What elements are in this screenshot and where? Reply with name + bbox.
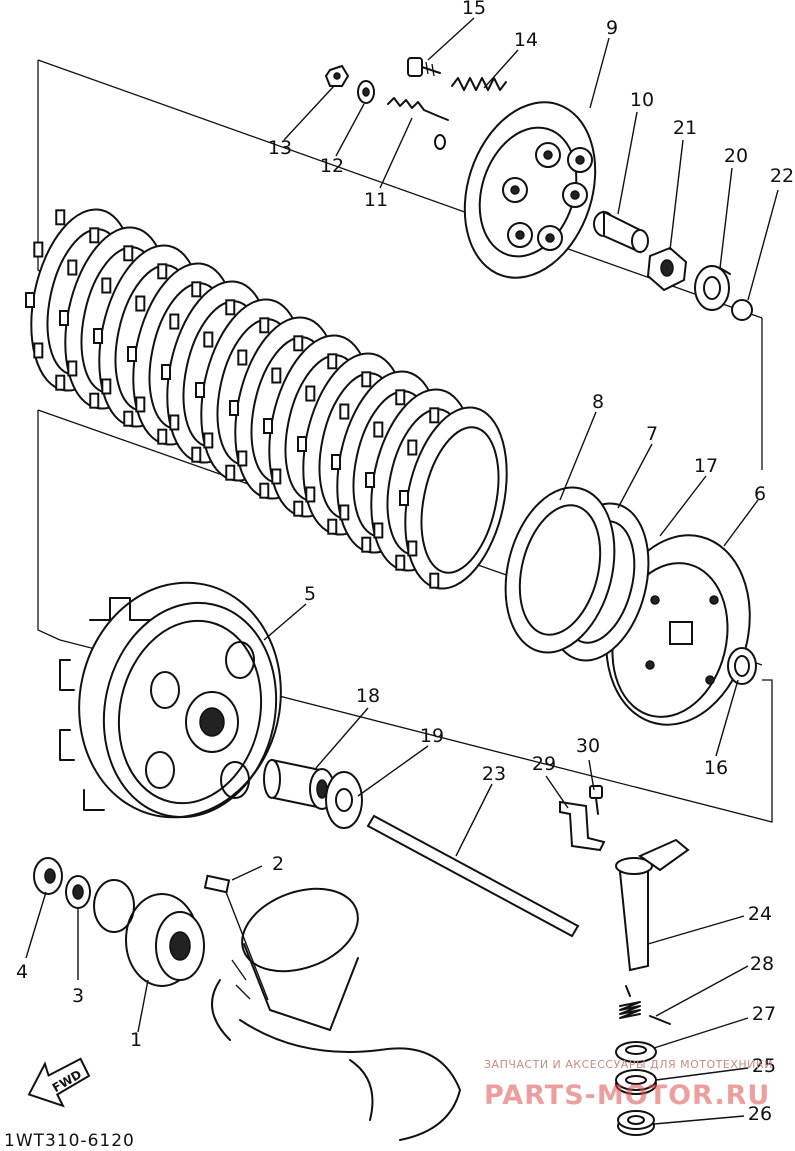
oil-seal-27 <box>615 1041 657 1063</box>
callout-12: 12 <box>320 155 344 177</box>
callout-22: 22 <box>770 165 794 187</box>
return-spring-28 <box>619 985 671 1025</box>
push-rod-10 <box>593 210 649 254</box>
callout-14: 14 <box>514 29 538 51</box>
callout-15: 15 <box>462 0 486 19</box>
bearing-25 <box>615 1069 657 1095</box>
callout-24: 24 <box>748 903 772 925</box>
washer-12 <box>357 80 375 104</box>
callout-30: 30 <box>576 735 600 757</box>
clutch-plate <box>399 406 508 590</box>
primary-drive-gear-1 <box>93 879 205 987</box>
watermark-tagline: ЗАПЧАСТИ И АКСЕССУАРЫ ДЛЯ МОТОТЕХНИКИ <box>484 1058 773 1071</box>
callout-19: 19 <box>420 725 444 747</box>
callout-8: 8 <box>592 391 604 413</box>
ball-22 <box>731 299 753 321</box>
fwd-arrow-icon: FWD <box>27 1057 91 1108</box>
callout-16: 16 <box>704 757 728 779</box>
callout-2: 2 <box>272 853 284 875</box>
bearing-26 <box>617 1110 655 1136</box>
callout-11: 11 <box>364 189 388 211</box>
callout-labels: 15 14 9 10 21 20 22 13 12 11 8 7 17 6 16… <box>16 0 794 1125</box>
spacer-18 <box>263 758 335 810</box>
watermark-brand: PARTS-MOTOR.RU <box>484 1080 770 1111</box>
watermark: ЗАПЧАСТИ И АКСЕССУАРЫ ДЛЯ МОТОТЕХНИКИ PA… <box>484 1058 773 1111</box>
crankshaft-outline <box>211 887 461 1141</box>
push-rod-23 <box>366 814 580 938</box>
pressure-plate <box>463 101 597 279</box>
callout-28: 28 <box>750 953 774 975</box>
callout-4: 4 <box>16 961 28 983</box>
callout-13: 13 <box>268 137 292 159</box>
nut-4 <box>33 857 63 895</box>
callout-25: 25 <box>752 1055 776 1077</box>
callout-27: 27 <box>752 1003 776 1025</box>
push-lever-shaft-24 <box>615 838 690 972</box>
diagram-code: 1WT310-6120 <box>4 1131 135 1151</box>
callout-9: 9 <box>606 17 618 39</box>
washer-3 <box>65 875 91 909</box>
callout-1: 1 <box>130 1029 142 1051</box>
callout-10: 10 <box>630 89 654 111</box>
callout-18: 18 <box>356 685 380 707</box>
callout-6: 6 <box>754 483 766 505</box>
callout-20: 20 <box>724 145 748 167</box>
washer-16 <box>727 647 757 685</box>
push-lever-plate-29 <box>559 800 606 852</box>
clutch-plate-stack <box>25 208 508 590</box>
thrust-washer-19 <box>325 771 363 829</box>
key-2 <box>203 874 231 894</box>
callout-26: 26 <box>748 1103 772 1125</box>
clutch-spring <box>451 77 507 91</box>
push-rod-11 <box>387 97 449 150</box>
callout-29: 29 <box>532 753 556 775</box>
screw-30 <box>589 785 603 815</box>
lock-washer-20 <box>694 265 731 311</box>
nut-13 <box>324 64 350 87</box>
nut-21 <box>646 246 688 292</box>
callout-5: 5 <box>304 583 316 605</box>
callout-23: 23 <box>482 763 506 785</box>
clutch-housing <box>59 581 282 819</box>
callout-17: 17 <box>694 455 718 477</box>
callout-7: 7 <box>646 423 658 445</box>
callout-21: 21 <box>673 117 697 139</box>
callout-3: 3 <box>72 985 84 1007</box>
friction-plate-7 <box>504 486 616 654</box>
pressure-plate-bolt <box>407 57 441 77</box>
leader-lines <box>25 17 779 1125</box>
